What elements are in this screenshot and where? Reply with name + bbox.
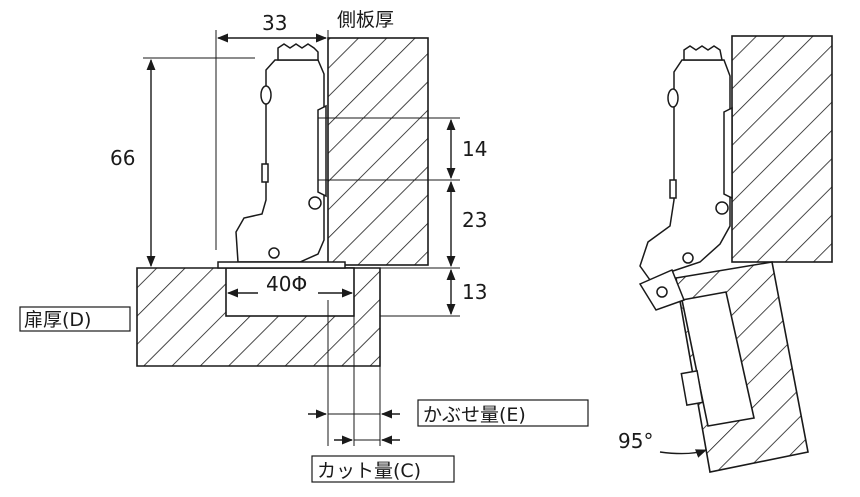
right-view: 95° [618, 35, 833, 473]
hinge-pivot-open [682, 252, 694, 264]
adjustment-screw-top-open [683, 45, 723, 61]
left-view: 33 側板厚 66 14 23 13 40Φ 扉厚(D) [19, 9, 589, 483]
mounting-plate-open [723, 106, 733, 200]
angle-arc [659, 449, 708, 458]
dim-33: 33 [262, 11, 287, 35]
dim-angle: 95° [618, 429, 653, 453]
hinge-arm-open [639, 59, 731, 281]
arm-knob [260, 85, 272, 105]
hinge-pivot [268, 247, 280, 259]
side-panel [327, 37, 429, 266]
knuckle-pin-open [656, 286, 668, 298]
dim-23: 23 [462, 208, 487, 232]
mounting-plate [317, 104, 327, 198]
arm-slot-open [669, 179, 677, 199]
label-door-thickness: 扉厚(D) [24, 309, 91, 331]
label-cut-amount: カット量(C) [317, 460, 421, 482]
adjustment-screw-top [277, 43, 319, 61]
dim-40-bore: 40Φ [266, 272, 307, 296]
label-side-panel-thickness: 側板厚 [337, 9, 394, 31]
side-panel-open [731, 35, 833, 263]
door-handle-stub [680, 369, 704, 407]
hinge-cup-base [217, 261, 346, 269]
dim-13: 13 [462, 280, 487, 304]
arm-screw [308, 196, 322, 210]
arm-screw-open [715, 201, 729, 215]
dim-66: 66 [110, 146, 135, 170]
dim-14: 14 [462, 137, 487, 161]
label-overlay: かぶせ量(E) [423, 404, 526, 426]
arm-knob-open [667, 88, 679, 108]
hinge-arm [235, 59, 325, 263]
arm-slot [261, 163, 269, 183]
